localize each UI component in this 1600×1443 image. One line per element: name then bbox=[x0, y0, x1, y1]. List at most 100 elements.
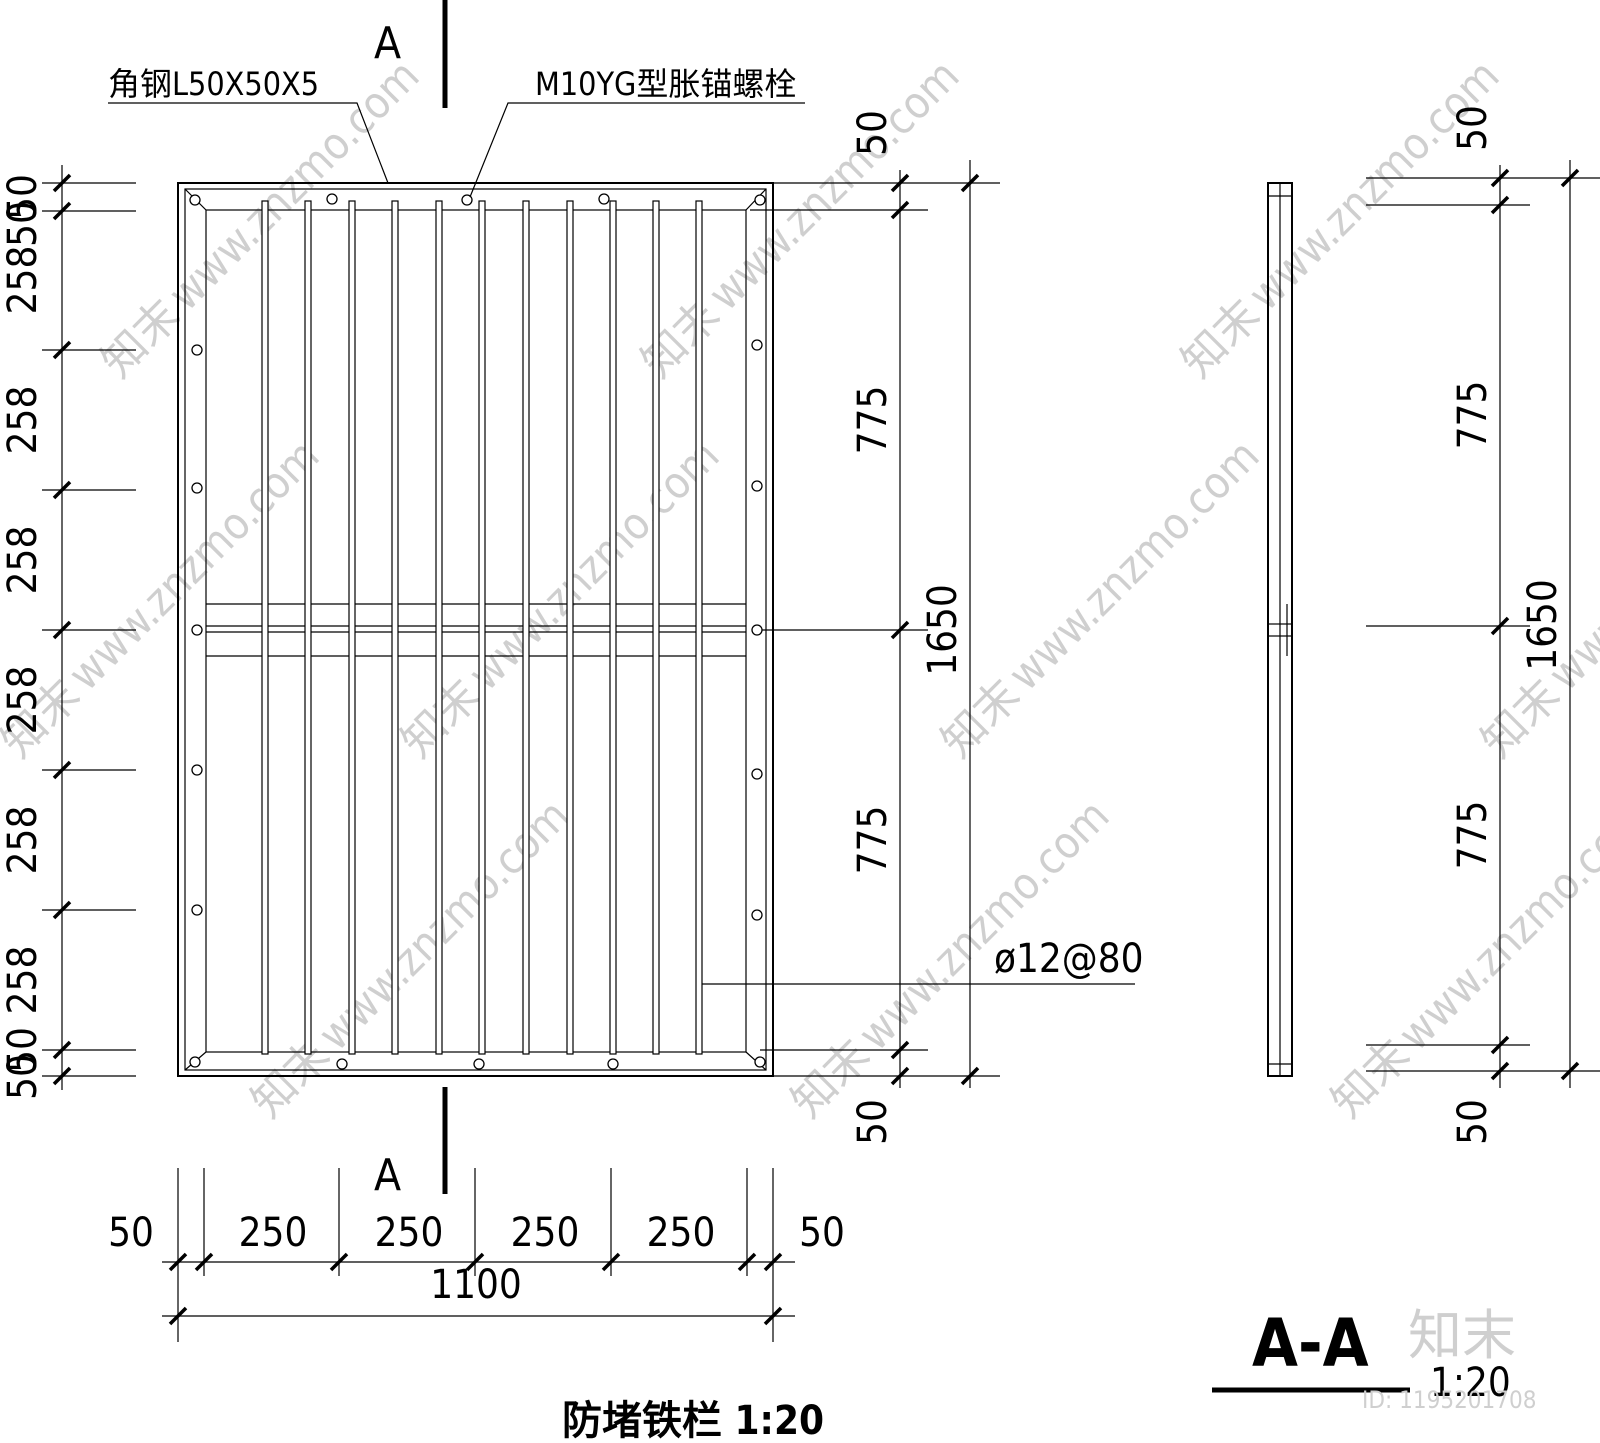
dim-label: 258 bbox=[0, 806, 46, 875]
dim-tick bbox=[890, 1040, 910, 1060]
bolt-hole bbox=[751, 624, 763, 636]
watermark-layer: 知末 www.znzmo.com 知末 www.znzmo.com 知末 www.zn… bbox=[0, 50, 1600, 1128]
dim-label: 50 bbox=[0, 201, 46, 247]
dim-label: 250 bbox=[239, 1210, 308, 1256]
leader-angle-steel bbox=[108, 102, 389, 184]
dim-tick bbox=[465, 1252, 485, 1272]
dim-tick bbox=[52, 620, 72, 640]
watermark-id: ID: 1195201708 bbox=[1362, 1386, 1536, 1414]
bolt-hole bbox=[191, 624, 203, 636]
dim-tick bbox=[890, 620, 910, 640]
rebar-bar bbox=[304, 200, 312, 1055]
dim-tick bbox=[1490, 195, 1510, 215]
bolt-hole bbox=[191, 344, 203, 356]
callout-rebar: ø12@80 bbox=[994, 936, 1144, 982]
dim-tick bbox=[737, 1252, 757, 1272]
dim-tick bbox=[52, 900, 72, 920]
bolt-hole bbox=[191, 764, 203, 776]
left-dimension-chain: 50 50 258 258 258 258 258 258 50 50 bbox=[0, 165, 136, 1100]
dim-tick bbox=[960, 173, 980, 193]
dim-label: 775 bbox=[1450, 381, 1496, 450]
right-dimension-chain: 50 775 1650 775 50 bbox=[750, 110, 1000, 1145]
bolt-hole bbox=[473, 1058, 485, 1070]
bolt-hole bbox=[751, 480, 763, 492]
dim-label: 258 bbox=[0, 946, 46, 1015]
dim-tick bbox=[1490, 1061, 1510, 1081]
dim-label: 775 bbox=[850, 806, 896, 875]
section-mark-top: A bbox=[374, 18, 401, 69]
dim-label: 50 bbox=[0, 1027, 46, 1073]
section-title: A-A bbox=[1252, 1305, 1369, 1382]
dim-label: 50 bbox=[799, 1210, 845, 1256]
dim-label: 50 bbox=[0, 1054, 46, 1100]
dim-tick bbox=[52, 340, 72, 360]
rebar-bar bbox=[435, 200, 443, 1055]
callout-angle-steel: 角钢L50X50X5 bbox=[108, 65, 319, 103]
bolt-hole bbox=[191, 904, 203, 916]
dim-label: 258 bbox=[0, 386, 46, 455]
watermark-brand: 知末 bbox=[242, 1029, 340, 1127]
dim-tick bbox=[960, 1066, 980, 1086]
dim-label: 50 bbox=[850, 110, 896, 156]
watermark-brand: 知末 bbox=[1172, 289, 1270, 387]
bolt-hole bbox=[336, 1058, 348, 1070]
bolt-hole bbox=[326, 193, 338, 205]
bolt-hole bbox=[751, 768, 763, 780]
dim-tick bbox=[763, 1306, 783, 1326]
dim-tick bbox=[168, 1306, 188, 1326]
dim-label: 1650 bbox=[920, 584, 966, 676]
watermark-url: www.znzmo.com bbox=[999, 430, 1269, 700]
dim-label: 258 bbox=[0, 526, 46, 595]
plan-title: 防堵铁栏 1:20 bbox=[562, 1398, 824, 1443]
dim-tick bbox=[1490, 168, 1510, 188]
dim-tick bbox=[52, 173, 72, 193]
dim-tick bbox=[329, 1252, 349, 1272]
rebar-bar bbox=[522, 200, 530, 1055]
dim-tick bbox=[168, 1252, 188, 1272]
rebar-bar bbox=[348, 200, 356, 1055]
section-scale: 1:20 bbox=[1430, 1360, 1511, 1406]
dim-tick bbox=[52, 480, 72, 500]
dim-label: 250 bbox=[647, 1210, 716, 1256]
dim-label: 50 bbox=[1450, 1099, 1496, 1145]
watermark-url: www.znzmo.com bbox=[459, 430, 729, 700]
rebar-bar bbox=[695, 200, 703, 1055]
bolt-hole bbox=[751, 909, 763, 921]
bolt-hole bbox=[189, 194, 201, 206]
dim-label: 775 bbox=[1450, 801, 1496, 870]
watermark-brand: 知末 bbox=[1322, 1029, 1420, 1127]
watermark-logo: 知末 bbox=[1408, 1304, 1516, 1367]
dim-label: 258 bbox=[0, 666, 46, 735]
watermark-url: www.znzmo.com bbox=[59, 430, 329, 700]
dim-tick bbox=[1490, 1035, 1510, 1055]
rebar-bar bbox=[478, 200, 486, 1055]
dim-label: 50 bbox=[0, 174, 46, 220]
dim-label: 1650 bbox=[1520, 579, 1566, 671]
dim-label: 775 bbox=[850, 386, 896, 455]
bolt-hole bbox=[754, 1056, 766, 1068]
rebar-bar bbox=[652, 200, 660, 1055]
dim-tick bbox=[601, 1252, 621, 1272]
section-mark-bottom: A bbox=[374, 1150, 401, 1201]
dim-label: 250 bbox=[511, 1210, 580, 1256]
bolt-hole bbox=[598, 193, 610, 205]
dim-tick bbox=[763, 1252, 783, 1272]
rebar-bar bbox=[391, 200, 399, 1055]
rebar-bar bbox=[566, 200, 574, 1055]
bottom-dimension-chain: 50 250 250 250 250 50 1100 bbox=[108, 1168, 845, 1342]
dim-tick bbox=[194, 1252, 214, 1272]
dim-label-total: 1100 bbox=[430, 1262, 522, 1308]
dim-tick bbox=[1560, 168, 1580, 188]
dim-tick bbox=[890, 173, 910, 193]
section-dimension-chain: 50 775 1650 775 50 bbox=[1366, 105, 1600, 1145]
frame-inner bbox=[205, 209, 747, 1053]
anchor-holes bbox=[189, 193, 766, 1070]
dim-tick bbox=[1560, 1061, 1580, 1081]
watermark-brand: 知末 bbox=[1472, 669, 1570, 767]
dim-tick bbox=[52, 1040, 72, 1060]
dim-label: 50 bbox=[1450, 105, 1496, 151]
callout-anchor-bolt: M10YG型胀锚螺栓 bbox=[535, 65, 796, 103]
dim-tick bbox=[890, 200, 910, 220]
bolt-hole bbox=[751, 339, 763, 351]
dim-tick bbox=[52, 1066, 72, 1086]
